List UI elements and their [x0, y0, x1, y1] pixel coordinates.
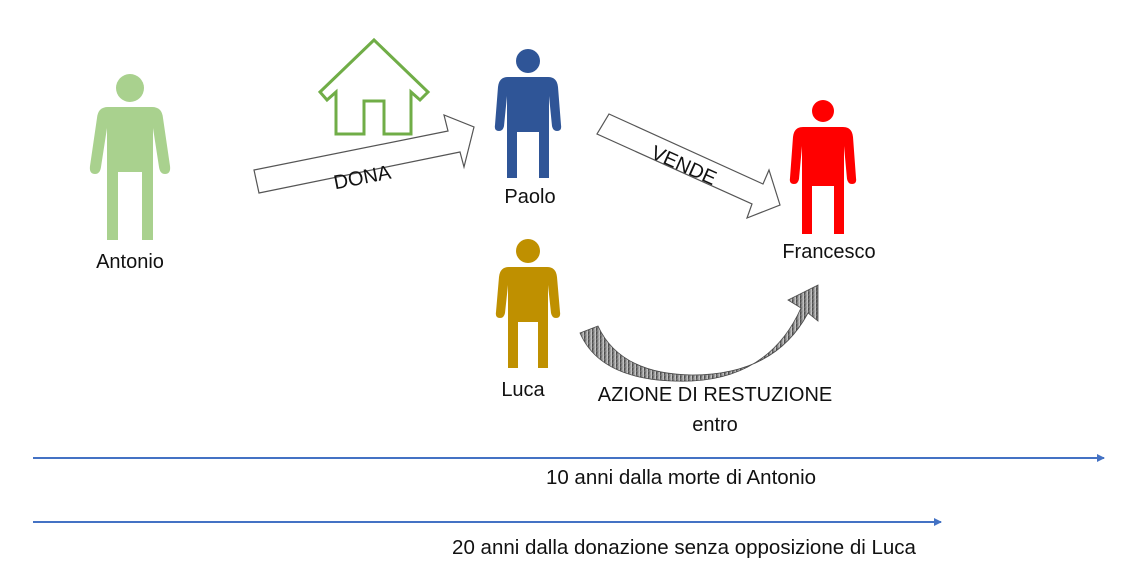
luca-label: Luca: [501, 379, 545, 401]
person-francesco-icon: [789, 100, 857, 234]
person-paolo-icon: [494, 49, 562, 178]
antonio-head: [116, 74, 144, 102]
francesco-head: [812, 100, 834, 122]
antonio-label: Antonio: [96, 251, 164, 273]
person-antonio-icon: [89, 74, 171, 240]
vende-arrow: [596, 113, 781, 220]
francesco-body: [789, 127, 857, 234]
paolo-body: [494, 77, 562, 178]
francesco-label: Francesco: [782, 241, 875, 263]
paolo-head: [516, 49, 540, 73]
luca-body: [495, 267, 561, 368]
azione-label-line2: entro: [692, 414, 738, 436]
azione-curved-arrow: [579, 284, 819, 382]
luca-head: [516, 239, 540, 263]
timeline-1-label: 10 anni dalla morte di Antonio: [546, 466, 816, 489]
paolo-label: Paolo: [504, 186, 555, 208]
antonio-body: [89, 107, 171, 240]
person-luca-icon: [495, 239, 561, 368]
timeline-2-label: 20 anni dalla donazione senza opposizion…: [452, 536, 916, 559]
azione-label-line1: AZIONE DI RESTUZIONE: [598, 384, 832, 406]
dona-arrow: [253, 114, 475, 194]
house-icon: [317, 37, 431, 136]
